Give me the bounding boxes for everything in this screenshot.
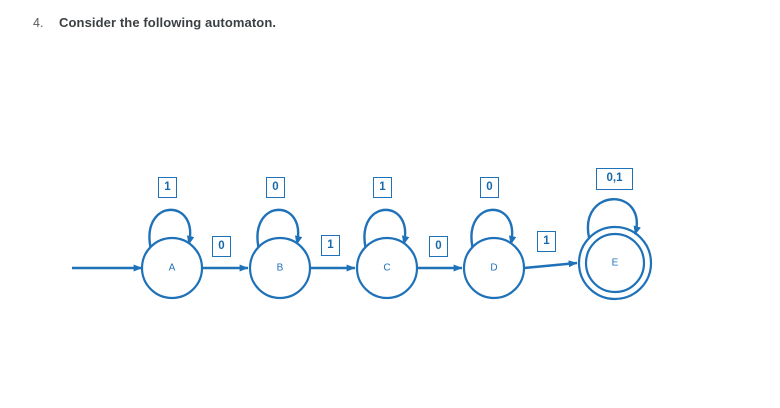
self-loop-e <box>586 198 641 239</box>
transition-label-c-d: 0 <box>429 236 448 257</box>
edges-layer <box>72 198 641 272</box>
question-text: Consider the following automaton. <box>59 15 277 30</box>
state-d-circle[interactable] <box>462 236 526 300</box>
self-loop-label-b: 0 <box>266 177 285 198</box>
self-loop-c <box>363 208 410 248</box>
state-label-a: A <box>168 262 176 274</box>
states-layer <box>140 225 653 301</box>
self-loop-a <box>148 208 195 248</box>
self-loop-label-d: 0 <box>480 177 499 198</box>
state-a-circle[interactable] <box>140 236 204 300</box>
state-e-accept-ring <box>577 225 653 301</box>
self-loop-b <box>256 208 303 248</box>
state-label-e: E <box>611 257 619 269</box>
self-loop-label-c: 1 <box>373 177 392 198</box>
state-b-circle[interactable] <box>248 236 312 300</box>
question-number: 4. <box>33 16 44 30</box>
state-c-circle[interactable] <box>355 236 419 300</box>
self-loop-label-e: 0,1 <box>596 168 633 190</box>
transition-d-to-e <box>523 260 578 270</box>
transition-label-d-e: 1 <box>537 231 556 252</box>
self-loop-d <box>470 208 517 248</box>
state-label-d: D <box>490 262 498 274</box>
state-label-b: B <box>276 262 284 274</box>
question-heading: 4. Consider the following automaton. <box>33 15 276 30</box>
state-e-circle[interactable] <box>584 232 646 294</box>
state-label-c: C <box>383 262 391 274</box>
transition-label-b-c: 1 <box>321 235 340 256</box>
self-loop-label-a: 1 <box>158 177 177 198</box>
transition-label-a-b: 0 <box>212 236 231 257</box>
